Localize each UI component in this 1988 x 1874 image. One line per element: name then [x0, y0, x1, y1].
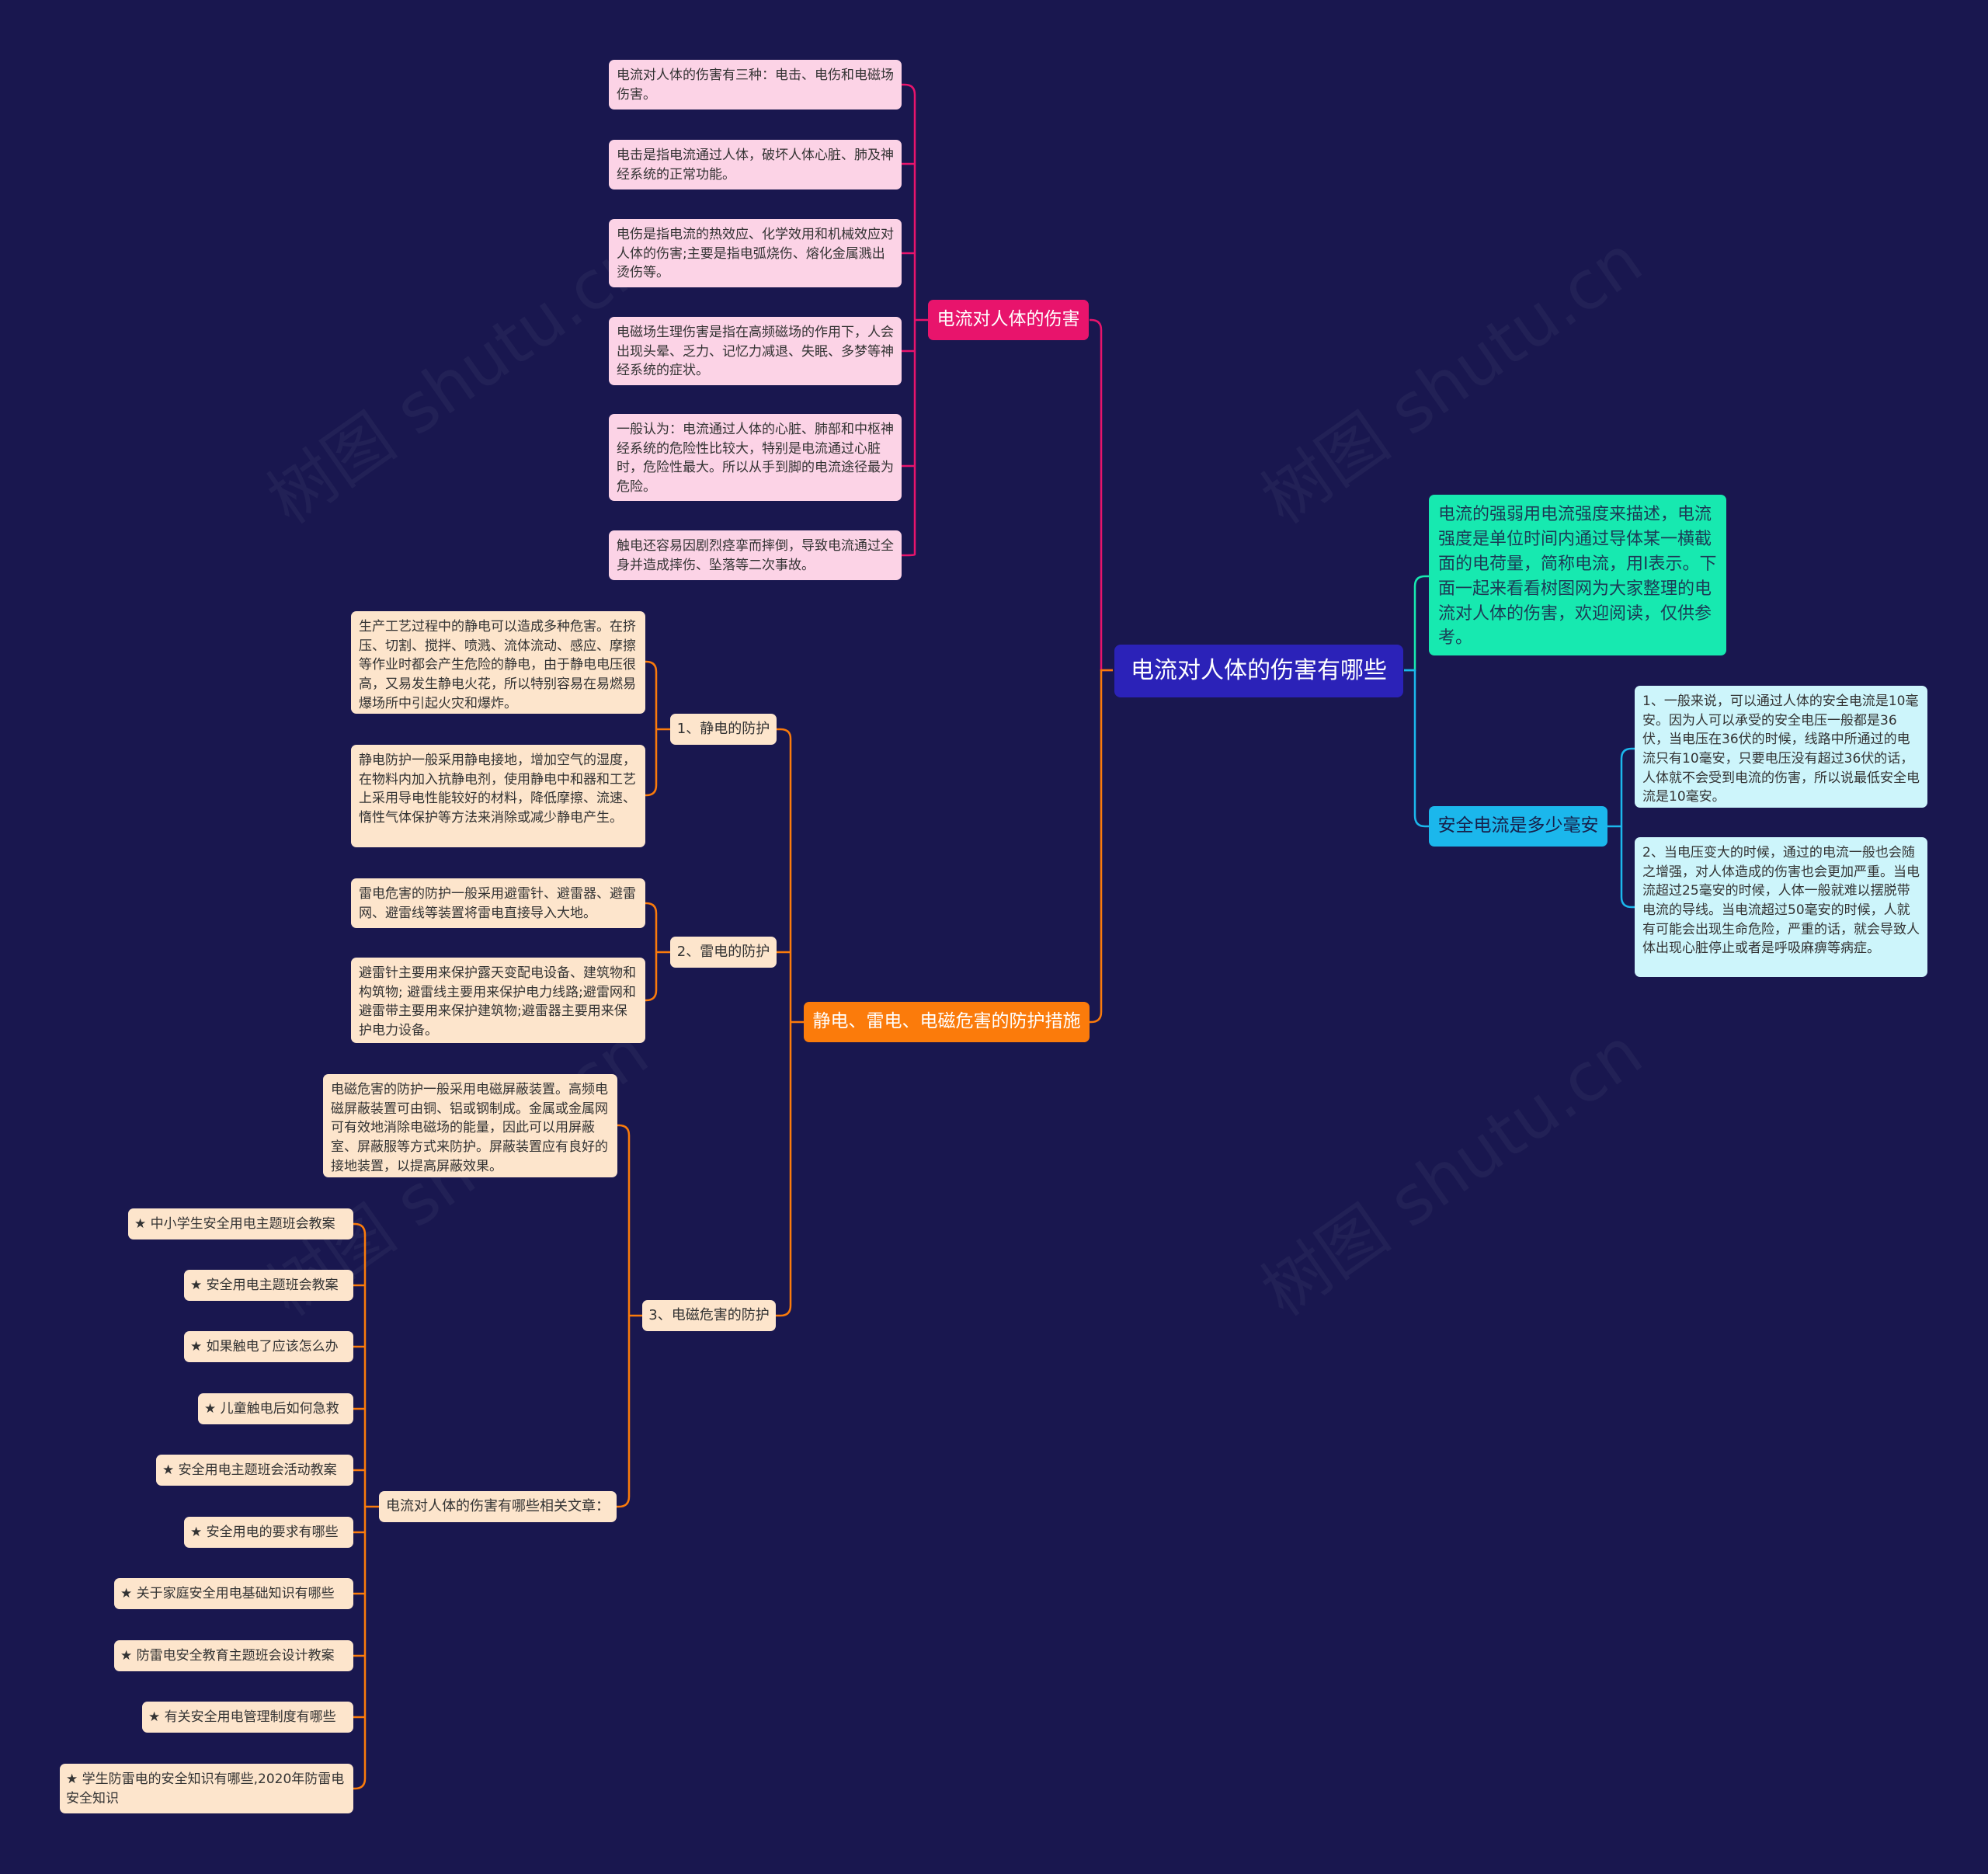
related-article[interactable]: ★ 中小学生安全用电主题班会教案: [128, 1208, 353, 1239]
links-thunder-children: [645, 902, 670, 1002]
em-item[interactable]: 电磁危害的防护一般采用电磁屏蔽装置。高频电磁屏蔽装置可由铜、铝或钢制成。金属或金…: [323, 1074, 617, 1177]
thunder-item-1[interactable]: 雷电危害的防护一般采用避雷针、避雷器、避雷网、避雷线等装置将雷电直接导入大地。: [351, 878, 645, 928]
harm-item-2[interactable]: 电击是指电流通过人体，破坏人体心脏、肺及神经系统的正常功能。: [609, 140, 902, 189]
harm-item-4[interactable]: 电磁场生理伤害是指在高频磁场的作用下，人会出现头晕、乏力、记忆力减退、失眠、多梦…: [609, 317, 902, 385]
related-article[interactable]: ★ 有关安全用电管理制度有哪些: [142, 1702, 353, 1733]
link-root-protect: [1090, 669, 1113, 1024]
em-topic[interactable]: 3、电磁危害的防护: [642, 1300, 776, 1331]
links-related-articles: [353, 1222, 379, 1790]
links-safe-children: [1607, 747, 1635, 909]
harm-item-3[interactable]: 电伤是指电流的热效应、化学效用和机械效应对人体的伤害;主要是指电弧烧伤、熔化金属…: [609, 219, 902, 287]
related-article[interactable]: ★ 安全用电的要求有哪些: [184, 1517, 353, 1548]
harm-item-1[interactable]: 电流对人体的伤害有三种：电击、电伤和电磁场伤害。: [609, 60, 902, 110]
links-em-children: [616, 1124, 642, 1508]
harm-item-5[interactable]: 一般认为：电流通过人体的心脏、肺部和中枢神经系统的危险性比较大，特别是电流通过心…: [609, 414, 902, 501]
related-articles-topic[interactable]: 电流对人体的伤害有哪些相关文章：: [379, 1491, 617, 1522]
related-article[interactable]: ★ 学生防雷电的安全知识有哪些,2020年防雷电安全知识: [60, 1764, 353, 1813]
safe-item-2[interactable]: 2、当电压变大的时候，通过的电流一般也会随之增强，对人体造成的伤害也会更加严重。…: [1635, 837, 1927, 977]
intro-node[interactable]: 电流的强弱用电流强度来描述，电流强度是单位时间内通过导体某一横截面的电荷量，简称…: [1429, 495, 1726, 655]
links-static-children: [645, 660, 670, 797]
related-article[interactable]: ★ 安全用电主题班会教案: [184, 1270, 353, 1301]
links-harm-children: [901, 83, 928, 557]
static-item-2[interactable]: 静电防护一般采用静电接地，增加空气的湿度，在物料内加入抗静电剂，使用静电中和器和…: [351, 745, 645, 847]
link-root-safe: [1404, 669, 1429, 828]
related-article[interactable]: ★ 防雷电安全教育主题班会设计教案: [114, 1640, 353, 1671]
related-article[interactable]: ★ 关于家庭安全用电基础知识有哪些: [114, 1578, 353, 1609]
thunder-item-2[interactable]: 避雷针主要用来保护露天变配电设备、建筑物和构筑物; 避雷线主要用来保护电力线路;…: [351, 958, 645, 1043]
protect-topic[interactable]: 静电、雷电、电磁危害的防护措施: [804, 1002, 1090, 1042]
safe-item-1[interactable]: 1、一般来说，可以通过人体的安全电流是10毫安。因为人可以承受的安全电压一般都是…: [1635, 686, 1927, 808]
related-article[interactable]: ★ 安全用电主题班会活动教案: [156, 1455, 353, 1486]
thunder-topic[interactable]: 2、雷电的防护: [670, 937, 777, 968]
harm-topic[interactable]: 电流对人体的伤害: [928, 300, 1089, 340]
links-protect-children: [774, 728, 804, 1317]
related-article[interactable]: ★ 儿童触电后如何急救: [198, 1393, 353, 1424]
static-topic[interactable]: 1、静电的防护: [670, 714, 777, 745]
safe-current-topic[interactable]: 安全电流是多少毫安: [1429, 806, 1607, 847]
static-item-1[interactable]: 生产工艺过程中的静电可以造成多种危害。在挤压、切割、搅拌、喷溅、流体流动、感应、…: [351, 611, 645, 714]
related-article[interactable]: ★ 如果触电了应该怎么办: [184, 1331, 353, 1362]
harm-item-6[interactable]: 触电还容易因剧烈痉挛而摔倒，导致电流通过全身并造成摔伤、坠落等二次事故。: [609, 530, 902, 580]
link-root-intro: [1404, 575, 1429, 672]
root-topic[interactable]: 电流对人体的伤害有哪些: [1114, 645, 1403, 697]
link-root-harm: [1090, 318, 1113, 672]
